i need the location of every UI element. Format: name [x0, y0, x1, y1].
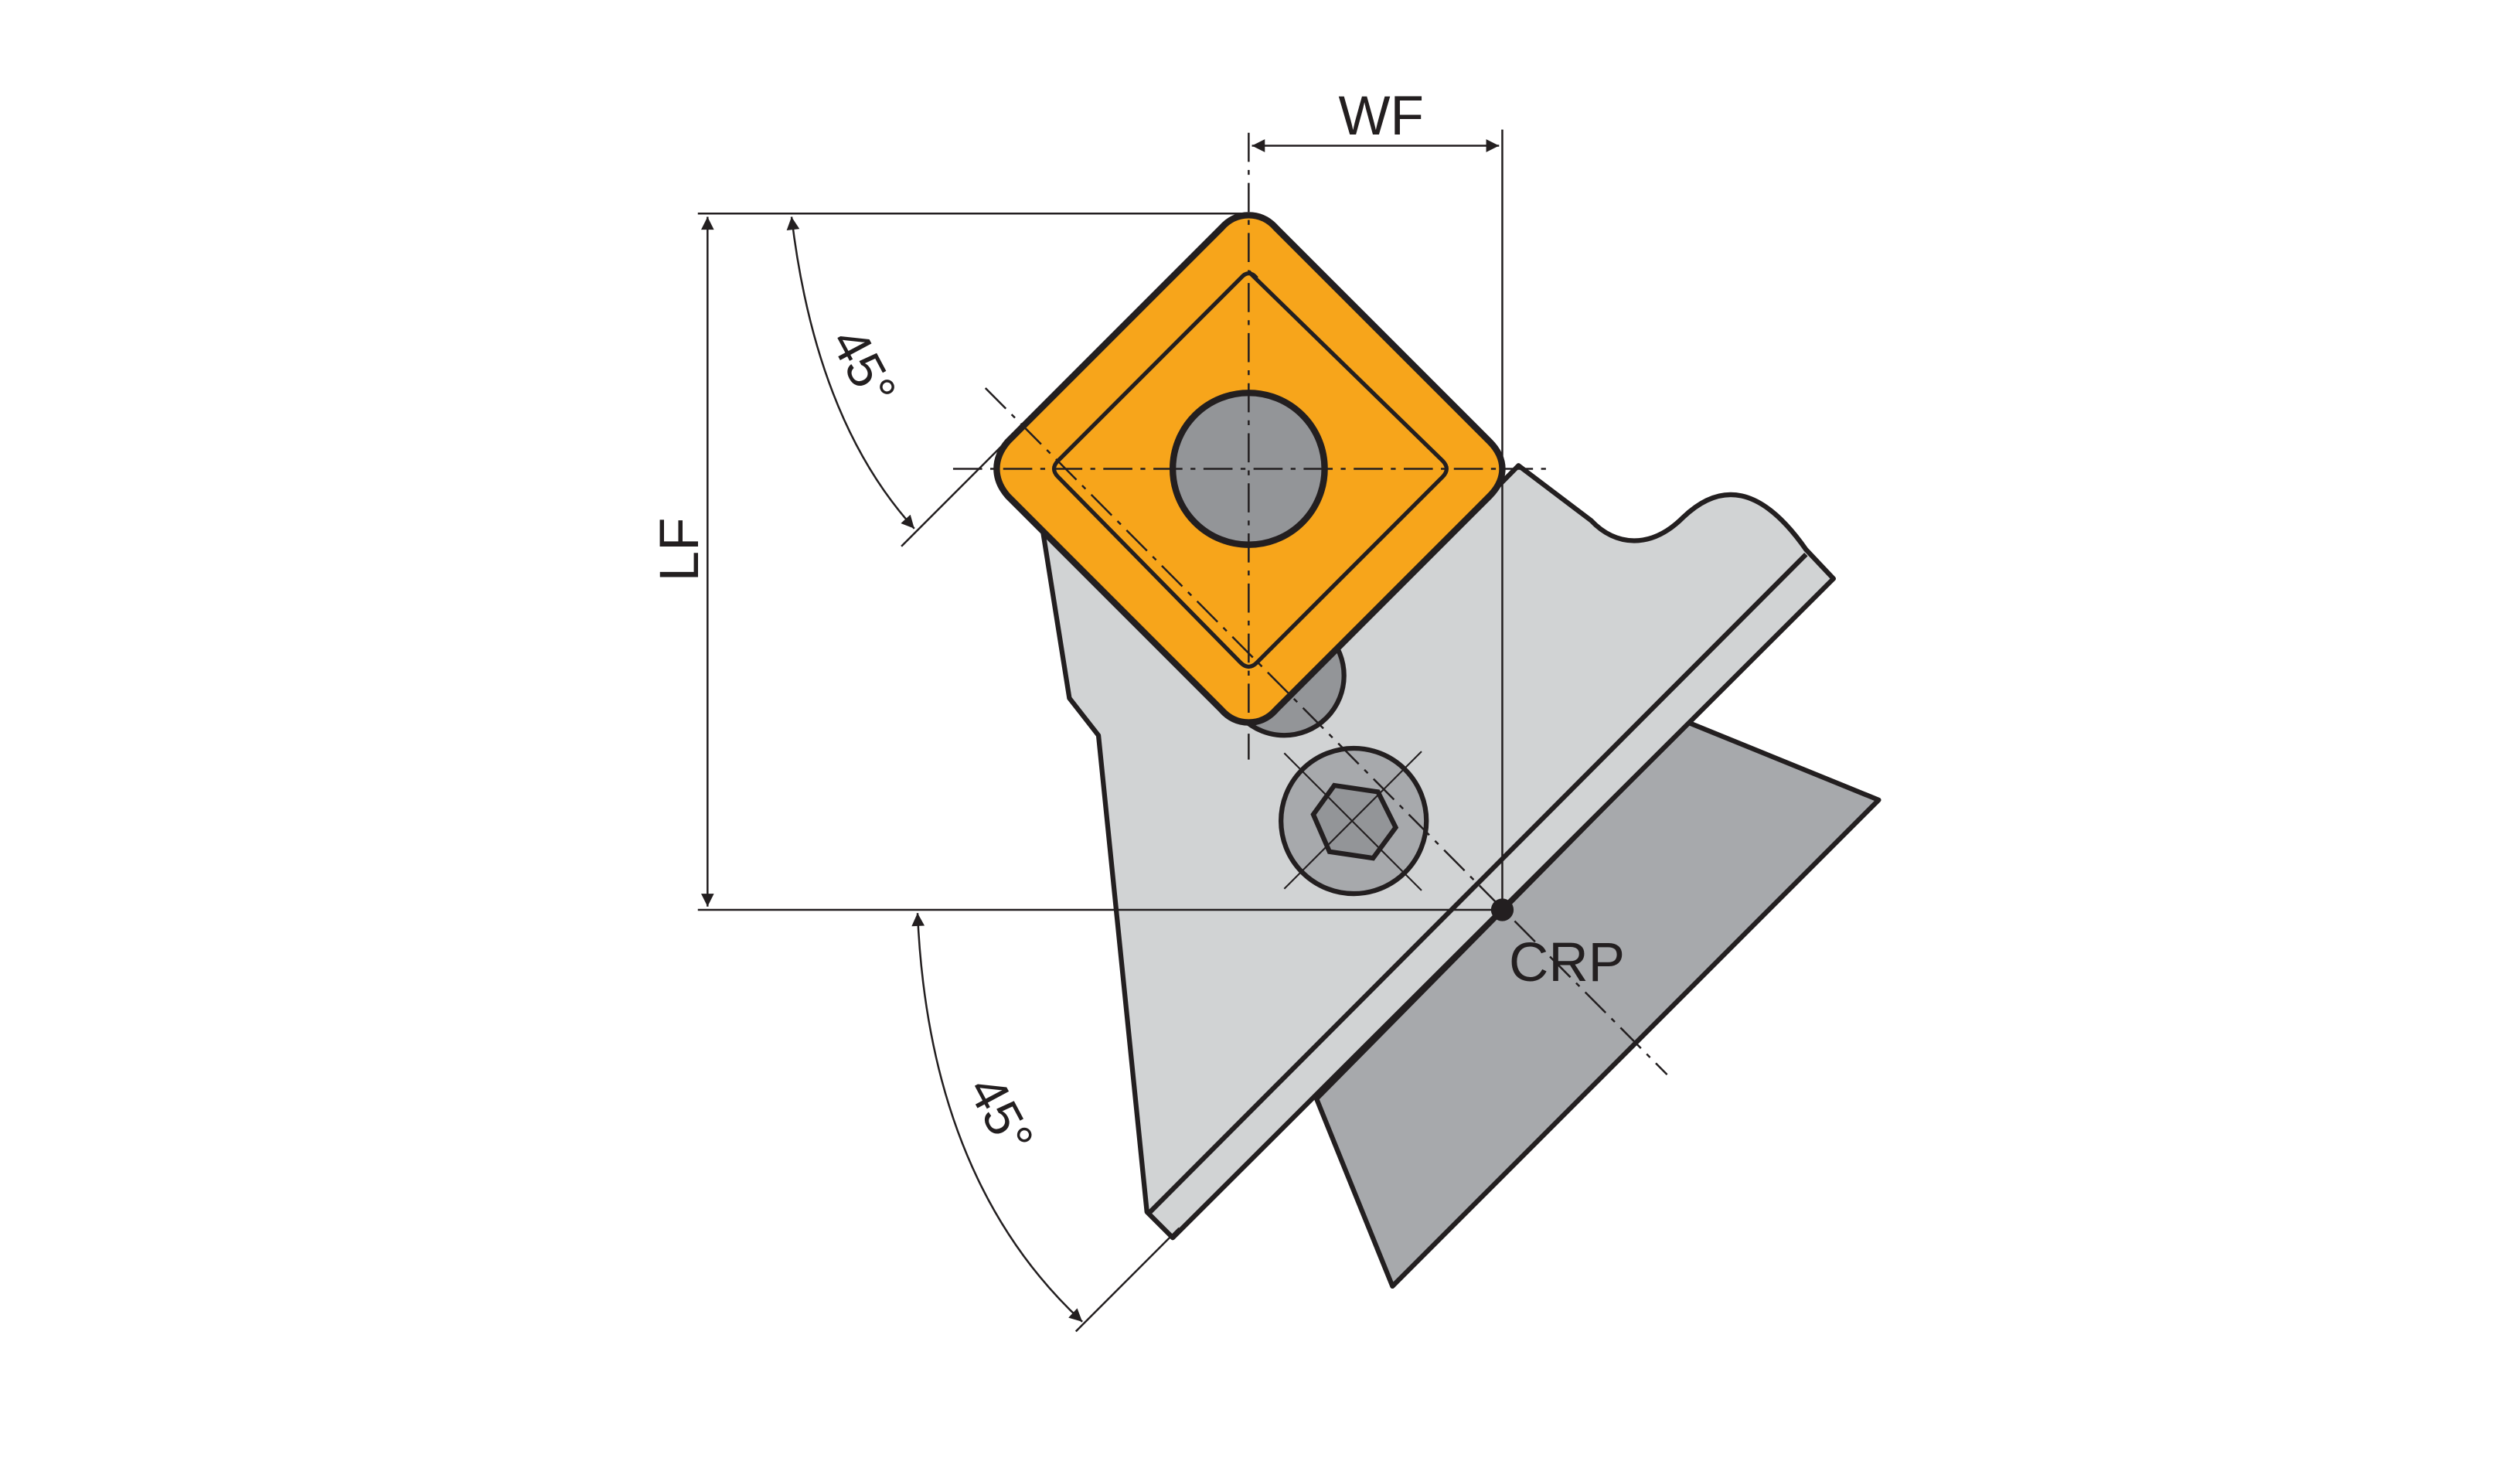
crp-point — [1490, 898, 1514, 921]
lf-label: LF — [649, 517, 710, 581]
holder-body — [1039, 463, 1836, 1241]
wf-label: WF — [1338, 86, 1423, 147]
angle-top-label: 45° — [819, 318, 908, 414]
screw-icon — [1279, 745, 1429, 897]
dimension-lines — [697, 129, 1503, 1333]
angle-bottom-label: 45° — [957, 1067, 1045, 1163]
holder-strip-line — [1148, 553, 1808, 1214]
center-lines — [952, 132, 1668, 1075]
crp-label: CRP — [1509, 932, 1625, 993]
